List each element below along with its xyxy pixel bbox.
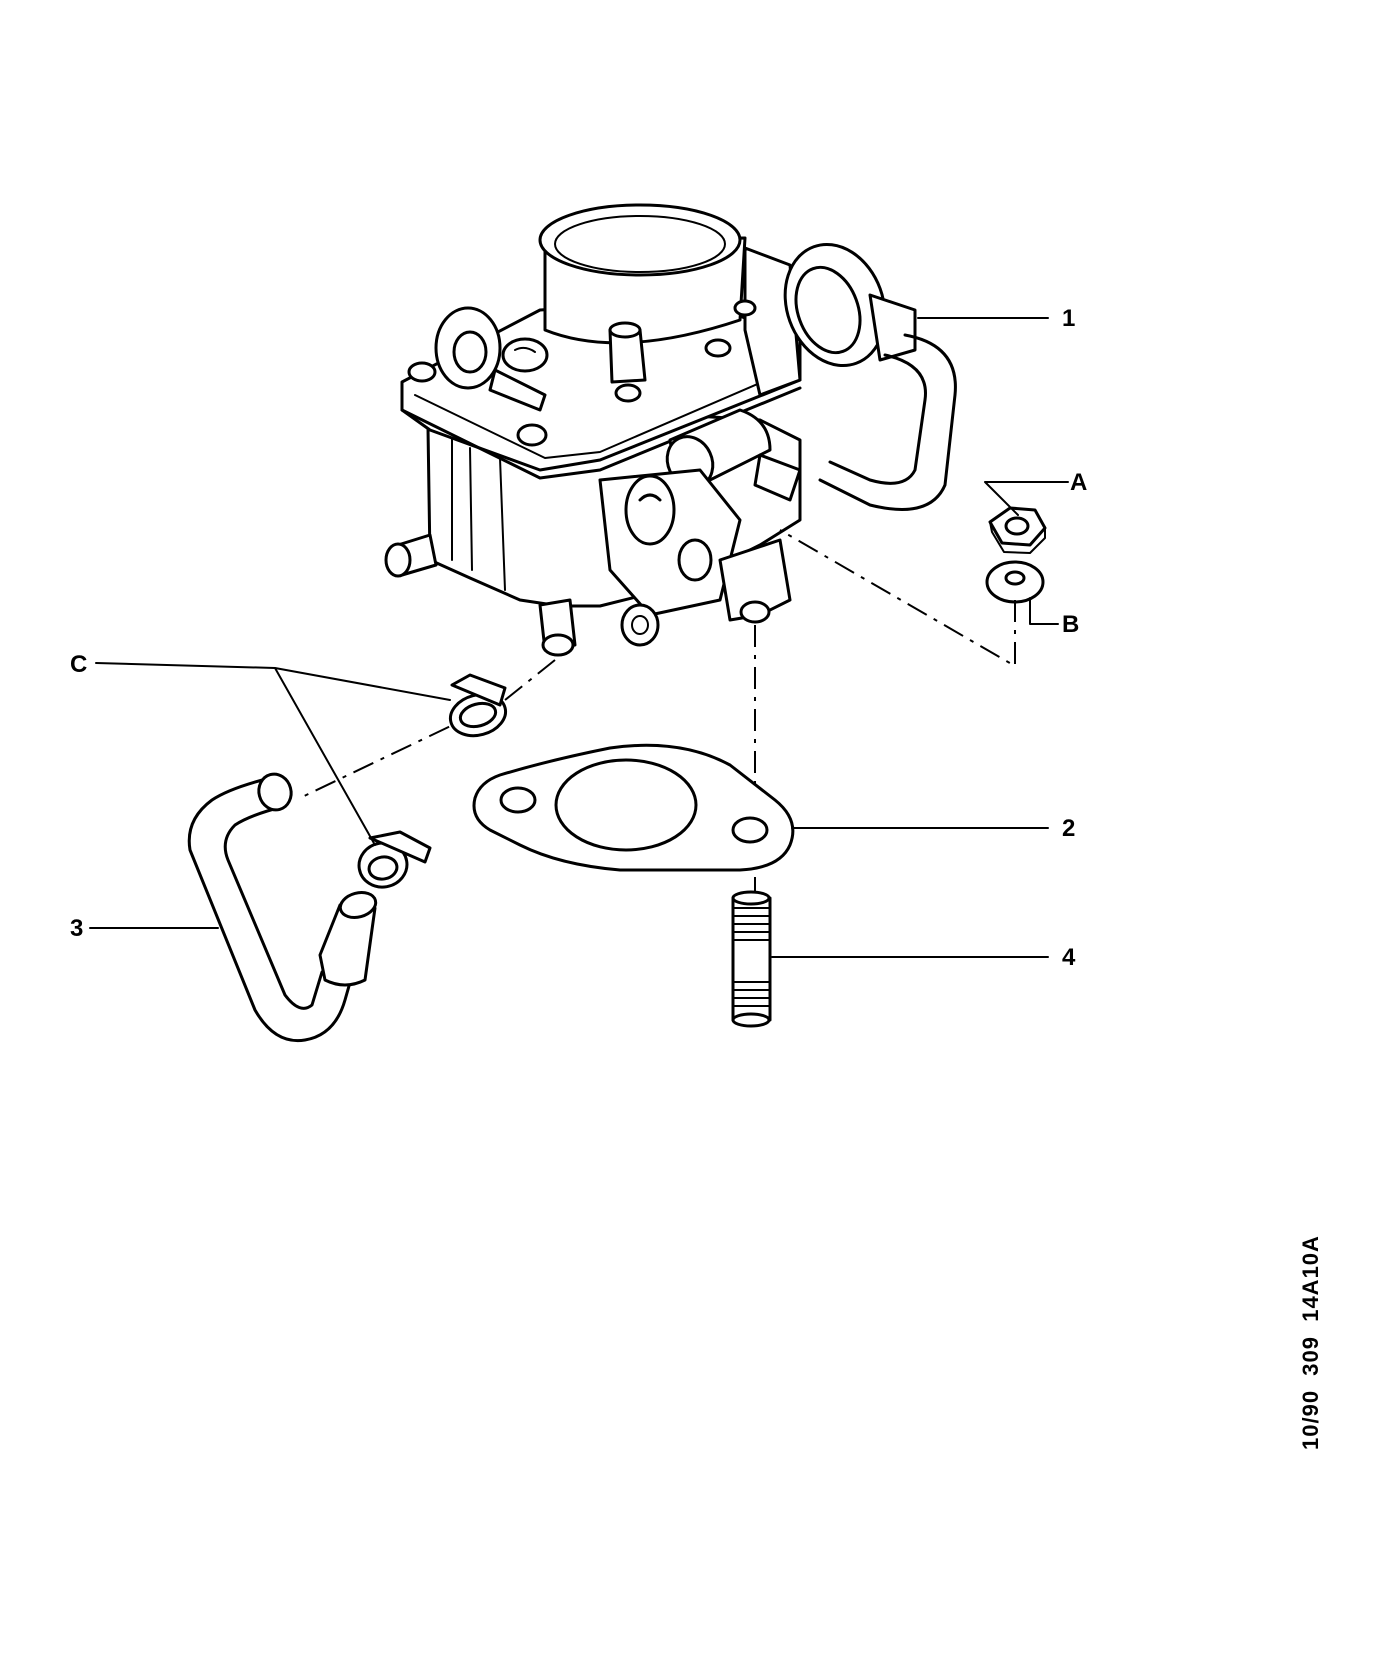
hose-clamp-upper — [448, 673, 508, 738]
leader-line-B — [1029, 597, 1059, 625]
callout-label-C: C — [70, 651, 87, 678]
hose-clamp-lower — [357, 830, 432, 889]
reference-code: 10/90 309 14A10A — [1298, 1235, 1323, 1450]
callout-label-B: B — [1062, 611, 1079, 638]
callout-label-3: 3 — [70, 915, 83, 942]
callout-label-1: 1 — [1062, 305, 1075, 332]
leader-line-C — [95, 662, 451, 846]
callout-label-4: 4 — [1062, 944, 1076, 971]
assembly-axis-hose — [299, 659, 556, 799]
carburetor — [384, 203, 957, 657]
washer-B — [985, 560, 1045, 604]
stud-4 — [731, 890, 772, 1028]
callout-label-A: A — [1070, 469, 1087, 496]
leader-line-A — [984, 481, 1069, 516]
callout-label-2: 2 — [1062, 815, 1075, 842]
gasket-2 — [472, 743, 795, 872]
assembly-axis-nut — [779, 529, 1016, 668]
nut-A — [988, 506, 1047, 554]
hose-3 — [187, 772, 378, 1043]
